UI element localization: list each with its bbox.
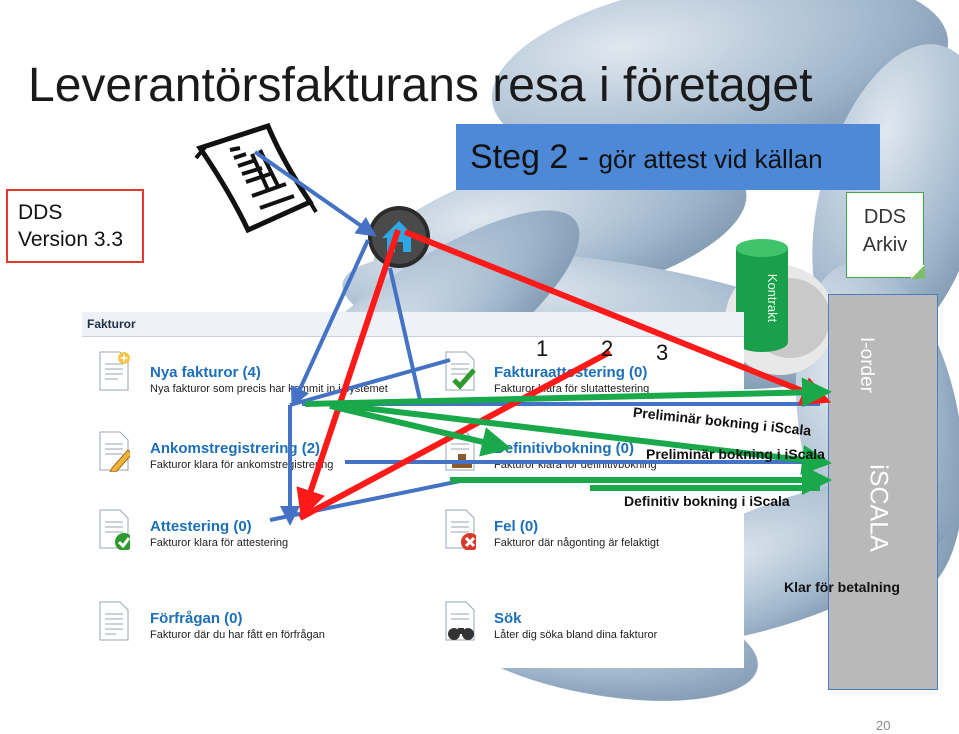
binoculars-icon [445, 601, 475, 641]
iorder-area: I-order [856, 337, 877, 394]
dds-version-line1: DDS [18, 201, 63, 224]
document-icon [99, 601, 129, 641]
invoice-paper-icon [194, 122, 318, 234]
menu-item-title: Attestering (0) [150, 518, 252, 535]
home-icon[interactable] [366, 204, 432, 270]
pencil-icon [99, 431, 130, 472]
menu-item-title: Definitivbokning (0) [494, 440, 634, 457]
iscala-label-area: iSCALA [864, 464, 892, 552]
steg-banner: Steg 2 - gör attest vid källan [456, 124, 880, 190]
green-check-icon [99, 509, 130, 550]
iorder-label: I-order [856, 337, 877, 394]
dds-version-line2: Version 3.3 [18, 228, 124, 251]
dds-arkiv-box: DDS Arkiv [846, 192, 925, 279]
arrow-home-down [388, 267, 422, 401]
menu-item-subtitle: Fakturor klara för attestering [150, 537, 289, 549]
dds-version-box: DDS Version 3.3 [6, 189, 144, 263]
iscala-label: iSCALA [864, 464, 892, 552]
steg-suffix: gör attest vid källan [598, 144, 823, 174]
arrow-to-definitivbokning [329, 403, 512, 457]
menu-item-subtitle: Fakturor där någonting är felaktigt [494, 537, 660, 549]
kontrakt-database-icon: Kontrakt [736, 239, 788, 352]
arrow-home-to-attestering [296, 229, 401, 520]
panel-title: Fakturor [87, 317, 136, 331]
dds-arkiv-line1: DDS [863, 206, 907, 228]
arrow-paper-to-home [253, 150, 377, 237]
page-fold-icon [911, 265, 925, 279]
steg-prefix: Steg 2 - [470, 138, 599, 176]
dds-arkiv-line2: Arkiv [862, 234, 908, 256]
step-number-2: 2 [601, 336, 614, 361]
arrow-prelim-to-iorder [304, 377, 832, 408]
menu-item-title: Fel (0) [494, 518, 539, 535]
klar-for-betalning-label: Klar för betalning [784, 579, 900, 595]
page-number: 20 [876, 718, 891, 733]
kontrakt-label: Kontrakt [765, 274, 780, 323]
green-check-icon [445, 351, 476, 391]
step-number-1: 1 [536, 336, 549, 361]
flow-label-definitiv: Definitiv bokning i iScala [624, 493, 790, 509]
step-number-3: 3 [656, 340, 669, 365]
menu-item-title: Ankomstregistrering (2) [150, 440, 321, 457]
flow-label-prelim-2: Preliminär bokning i iScala [646, 446, 825, 462]
menu-item-subtitle: Nya fakturor som precis har kommit in i … [150, 383, 388, 395]
menu-item-subtitle: Fakturor klara för ankomstregistrering [150, 459, 334, 471]
arrow-to-fakturaattestering [289, 358, 451, 407]
menu-item-title: Sök [494, 610, 522, 627]
arrow-attestering-to-definitiv [269, 478, 466, 522]
arrow-home-to-inbox [290, 239, 370, 408]
red-x-icon [445, 509, 476, 550]
slide-title: Leverantörsfakturans resa i företaget [28, 59, 813, 112]
menu-item-subtitle: Fakturor där du har fått en förfrågan [150, 629, 325, 641]
menu-item-title: Förfrågan (0) [150, 610, 243, 627]
arrow-prelim-to-iscala [329, 401, 832, 475]
new-invoice-icon [99, 351, 130, 391]
arrow-home-to-iscala [403, 229, 832, 406]
menu-item-title: Nya fakturor (4) [150, 364, 261, 381]
menu-item-subtitle: Låter dig söka bland dina fakturor [494, 629, 658, 641]
